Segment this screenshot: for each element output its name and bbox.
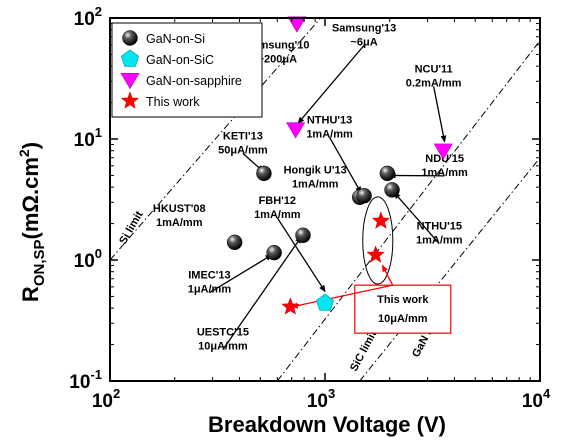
annotation-arrow-samsung13-0: [297, 44, 365, 124]
legend-marker-0: [122, 30, 138, 46]
marker-triangle-down-2-0: [287, 16, 307, 33]
annotation-ndu15-line-1: 1mA/mm: [421, 167, 468, 179]
annotation-uestc15-line-1: 10μA/mm: [198, 341, 248, 353]
marker-sphere-0-0: [256, 165, 272, 182]
y-axis-title: RON,SP(mΩ.cm2): [16, 142, 48, 302]
annotation-keti13-line-1: 50μA/mm: [218, 144, 268, 156]
annotation-uestc15-line-0: UESTC'15: [197, 327, 249, 339]
annotation-hkust08-line-1: 1mA/mm: [156, 217, 203, 229]
legend-label-1: GaN-on-SiC: [146, 53, 214, 67]
limit-label-0: Si limit: [117, 209, 146, 247]
annotation-hongik13-line-1: 1mA/mm: [292, 179, 339, 191]
x-tick-label-1: 103: [307, 386, 335, 412]
highlight-ellipse: [362, 196, 394, 285]
marker-pentagon-1-0: [315, 293, 335, 311]
marker-triangle-down-2-1: [286, 122, 306, 139]
annotation-hongik13-line-0: Hongik U'13: [284, 165, 347, 177]
data-markers: [226, 16, 453, 315]
annotation-thiswork-line-0: This work: [377, 294, 429, 306]
x-tick-label-0: 102: [92, 386, 120, 412]
limit-line-1: [276, 40, 540, 381]
annotation-arrow-ncu11-0: [432, 86, 447, 143]
x-axis-title: Breakdown Voltage (V): [208, 412, 446, 437]
marker-sphere-0-6: [379, 165, 396, 182]
annotation-arrow-thiswork-0: [290, 284, 393, 309]
marker-sphere-0-7: [384, 182, 400, 198]
marker-sphere-0-1: [226, 234, 243, 251]
annotation-ncu11-line-0: NCU'11: [415, 63, 453, 75]
annotation-samsung13-line-0: Samsung'13: [332, 22, 396, 34]
marker-star-3-0: [281, 297, 300, 315]
legend-marker-1: [120, 49, 140, 67]
marker-star-3-1: [366, 245, 385, 263]
annotations: KETI'1350μA/mmHKUST'081mA/mmFBH'121mA/mm…: [153, 22, 468, 352]
marker-star-3-2: [371, 211, 391, 229]
y-axis-title-close: ): [18, 142, 43, 149]
limit-line-2: [359, 157, 540, 381]
y-tick-label-1: 100: [74, 246, 102, 272]
y-axis-title-subscript: ON,SP: [31, 239, 48, 286]
annotation-samsung10-line-1: ~200μA: [258, 53, 298, 65]
annotation-ncu11-line-1: 0.2mA/mm: [406, 77, 462, 89]
annotation-arrow-uestc15-0: [222, 236, 302, 350]
annotation-arrow-thiswork-1: [381, 264, 394, 286]
annotation-thiswork-line-1: 10μA/mm: [378, 313, 428, 325]
legend-label-3: This work: [146, 95, 200, 109]
annotation-box-thiswork: [354, 284, 452, 334]
annotation-imec13-line-1: 1μA/mm: [188, 284, 232, 296]
marker-sphere-0-2: [266, 244, 282, 261]
legend-label-2: GaN-on-sapphire: [146, 74, 242, 88]
legend-marker-3: [120, 91, 140, 109]
marker-sphere-0-5: [356, 187, 372, 204]
annotation-nthu13-line-1: 1mA/mm: [306, 128, 353, 140]
y-tick-label-0: 10-1: [69, 367, 102, 393]
limit-line-0: [110, 18, 322, 261]
annotation-nthu15-line-0: NTHU'15: [417, 221, 462, 233]
annotation-ndu15-line-0: NDU'15: [425, 153, 464, 165]
annotation-nthu13-line-0: NTHU'13: [307, 114, 352, 126]
annotation-arrow-fbh12-0: [276, 217, 326, 293]
y-axis-title-main: R: [18, 286, 43, 302]
annotation-fbh12-line-0: FBH'12: [259, 195, 296, 207]
y-tick-label-2: 101: [74, 125, 102, 151]
annotation-arrow-imec13-0: [209, 254, 273, 294]
annotation-hkust08-line-0: HKUST'08: [153, 203, 206, 215]
limit-lines-group: [110, 18, 540, 381]
y-axis-title-superscript: 2: [16, 149, 32, 157]
y-tick-label-3: 102: [74, 4, 102, 30]
annotation-fbh12-line-1: 1mA/mm: [254, 209, 301, 221]
limit-label-1: SiC limit: [348, 329, 379, 374]
marker-sphere-0-3: [295, 227, 311, 244]
annotation-samsung13-line-1: ~6μA: [350, 36, 377, 48]
marker-triangle-down-2-2: [433, 143, 453, 160]
legend-box: [111, 22, 263, 118]
annotation-keti13-line-0: KETI'13: [223, 130, 263, 142]
annotation-imec13-line-0: IMEC'13: [188, 270, 230, 282]
annotation-arrow-nthu13-0: [328, 136, 362, 194]
legend-marker-2: [120, 72, 140, 90]
y-axis-title-unit: (mΩ.cm: [18, 157, 43, 239]
axis-ticks: 102 103 104 10-1 100 101 102: [69, 4, 551, 412]
annotation-arrow-nthu15-0: [393, 191, 440, 245]
legend-label-0: GaN-on-Si: [146, 32, 205, 46]
x-tick-label-2: 104: [522, 386, 551, 412]
annotation-nthu15-line-1: 1mA/mm: [416, 235, 463, 247]
